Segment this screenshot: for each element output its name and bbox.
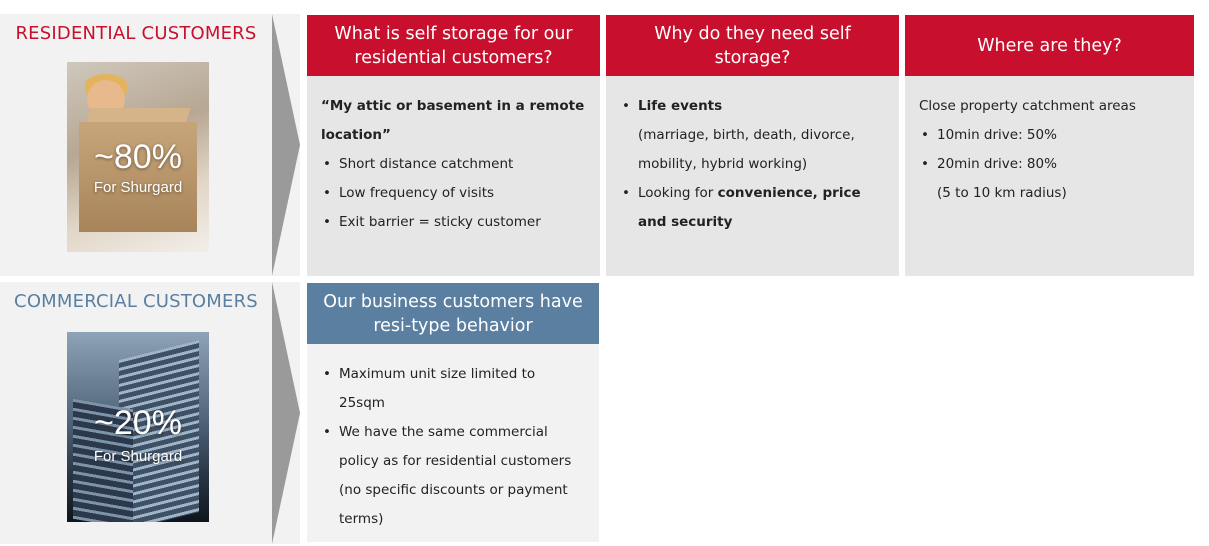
- col3-radius-note: (5 to 10 km radius): [937, 185, 1067, 201]
- col4-body: Maximum unit size limited to 25sqm We ha…: [307, 344, 599, 542]
- residential-photo: ~80% For Shurgard: [67, 62, 209, 252]
- col2-bullet-list: Life events (marriage, birth, death, div…: [620, 92, 885, 237]
- col2-body: Life events (marriage, birth, death, div…: [606, 76, 899, 276]
- col4-bullet: Maximum unit size limited to 25sqm: [321, 360, 585, 418]
- col1-bullet: Short distance catchment: [321, 150, 586, 179]
- commercial-panel: COMMERCIAL CUSTOMERS ~20% For Shurgard: [0, 282, 300, 544]
- col3-header: Where are they?: [905, 15, 1194, 76]
- col1-quote: “My attic or basement in a remote locati…: [321, 98, 585, 143]
- col4-bullet-list: Maximum unit size limited to 25sqm We ha…: [321, 360, 585, 534]
- col3-body: Close property catchment areas 10min dri…: [905, 76, 1194, 276]
- col1-body: “My attic or basement in a remote locati…: [307, 76, 600, 276]
- col4-header: Our business customers have resi-type be…: [307, 283, 599, 344]
- col2-bullet-life-events: Life events (marriage, birth, death, div…: [620, 92, 885, 179]
- col1-bullet: Low frequency of visits: [321, 179, 586, 208]
- col2-life-events-detail: (marriage, birth, death, divorce, mobili…: [638, 127, 855, 172]
- col3-bullet: 10min drive: 50%: [919, 121, 1180, 150]
- residential-title: RESIDENTIAL CUSTOMERS: [15, 23, 257, 44]
- residential-arrow-icon: [272, 14, 300, 276]
- commercial-arrow-icon: [272, 282, 300, 544]
- commercial-title: COMMERCIAL CUSTOMERS: [14, 291, 258, 312]
- residential-panel: RESIDENTIAL CUSTOMERS ~80% For Shurgard: [0, 14, 300, 276]
- cardboard-box-shape: [79, 122, 197, 232]
- col2-header: Why do they need self storage?: [606, 15, 899, 76]
- commercial-photo: ~20% For Shurgard: [67, 332, 209, 522]
- commercial-share-label: For Shurgard: [93, 448, 183, 465]
- residential-share-label: For Shurgard: [93, 179, 183, 196]
- col4-bullet: We have the same commercial policy as fo…: [321, 418, 585, 534]
- col3-bullet-text: 20min drive: 80%: [937, 156, 1057, 172]
- col2-looking-for-bold: convenience, price and security: [638, 185, 861, 230]
- col1-header: What is self storage for our residential…: [307, 15, 600, 76]
- col3-bullet: 20min drive: 80% (5 to 10 km radius): [919, 150, 1180, 208]
- col1-bullet-list: Short distance catchment Low frequency o…: [321, 150, 586, 237]
- col3-bullet-list: 10min drive: 50% 20min drive: 80% (5 to …: [919, 121, 1180, 208]
- col3-intro: Close property catchment areas: [919, 98, 1136, 114]
- col2-bullet-looking-for: Looking for convenience, price and secur…: [620, 179, 885, 237]
- commercial-share: ~20%: [94, 404, 182, 442]
- col1-bullet: Exit barrier = sticky customer: [321, 208, 586, 237]
- residential-share: ~80%: [94, 138, 182, 176]
- col2-life-events-title: Life events: [638, 98, 723, 114]
- col2-looking-for-prefix: Looking for: [638, 185, 718, 201]
